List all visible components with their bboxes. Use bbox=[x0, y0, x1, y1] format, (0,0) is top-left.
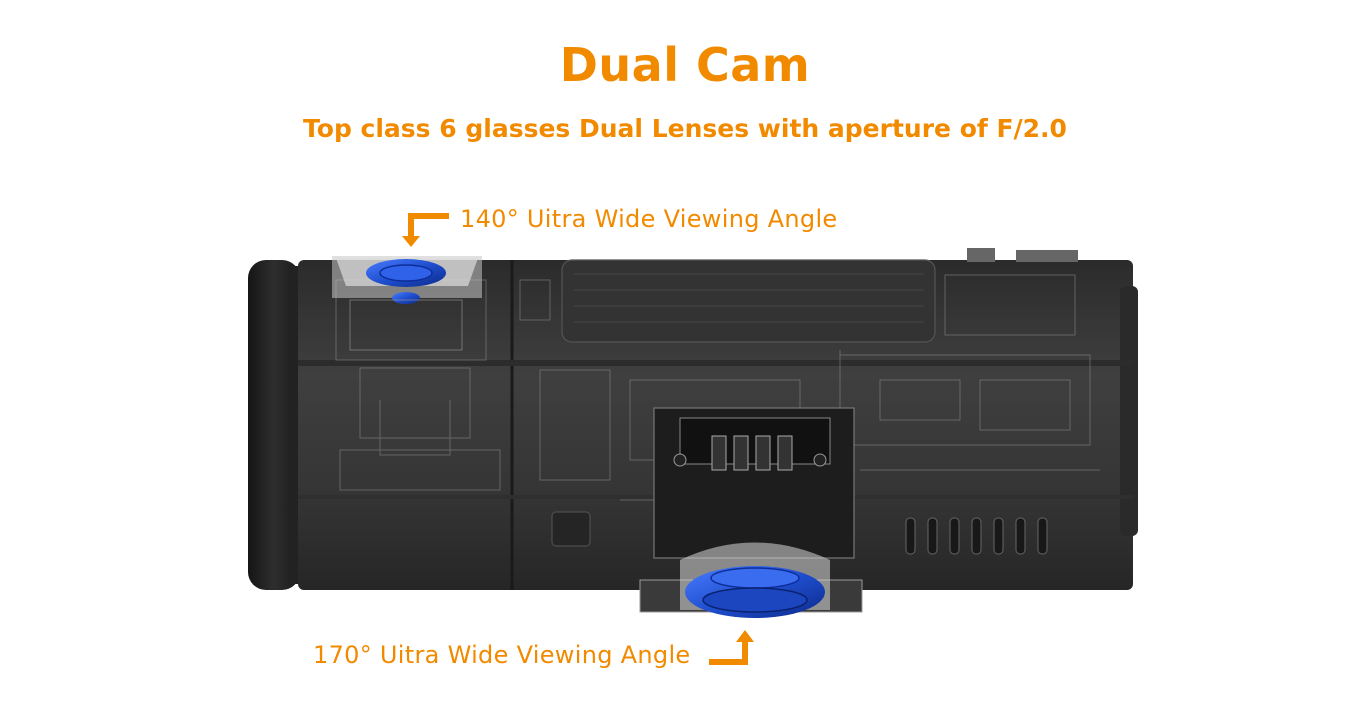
dual-dashcam-image bbox=[248, 248, 1138, 618]
arrow-down-icon bbox=[402, 213, 449, 247]
arrow-up-icon bbox=[709, 630, 754, 665]
front-lens-callout: 140° Uitra Wide Viewing Angle bbox=[460, 205, 838, 233]
page-title: Dual Cam bbox=[559, 38, 811, 92]
page-subtitle: Top class 6 glasses Dual Lenses with ape… bbox=[303, 114, 1067, 143]
rear-lens-callout: 170° Uitra Wide Viewing Angle bbox=[313, 641, 691, 669]
